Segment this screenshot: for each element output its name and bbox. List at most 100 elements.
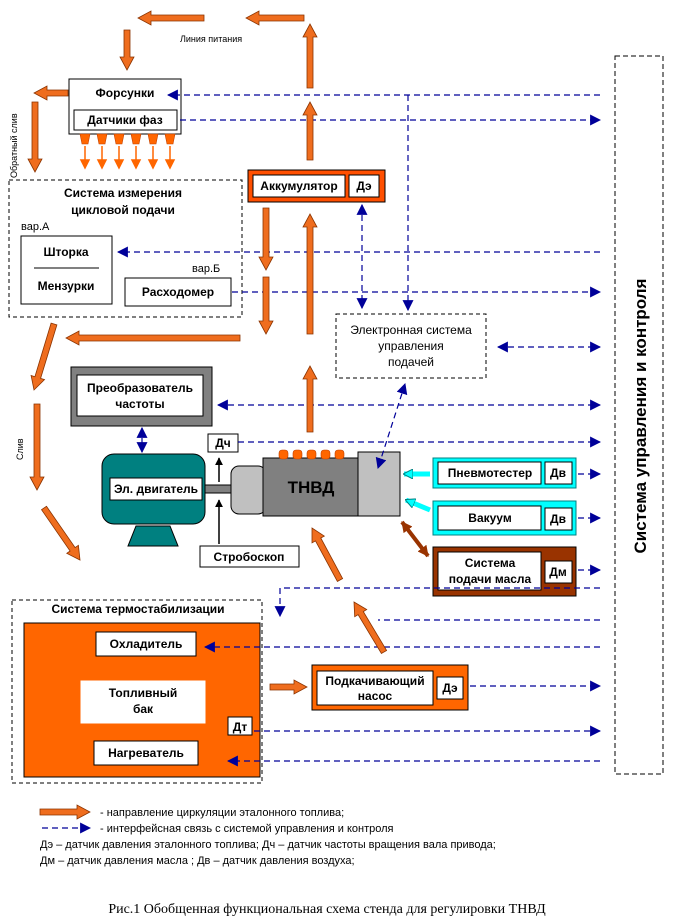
boost-pump-label-box [316, 670, 434, 706]
measurement-system-title-2: цикловой подачи [71, 203, 175, 217]
flow-arrow-accumulator-up-1 [302, 23, 318, 89]
oil-system-label-box [437, 551, 542, 591]
oil-dm-sensor [544, 560, 573, 584]
figure-caption: Рис.1 Обобщенная функциональная схема ст… [108, 902, 546, 917]
boost-pump-de-sensor [436, 676, 464, 700]
ecu-label-1: Электронная система [350, 323, 472, 337]
fuel-tank-label-box [79, 679, 207, 725]
flow-arrow-boost-to-pump [353, 601, 388, 655]
flow-arrow-pump-up-2 [302, 365, 318, 433]
frequency-converter-label-2: частоты [115, 397, 164, 411]
flow-arrow-return-left [33, 85, 69, 101]
pneumotester-label: Пневмотестер [448, 466, 532, 480]
cooler-label: Охладитель [110, 637, 183, 651]
ecu-label-2: управления [378, 339, 443, 353]
frequency-converter-label-1: Преобразователь [87, 381, 193, 395]
flow-arrow-power-2 [137, 10, 205, 26]
heater-label: Нагреватель [108, 746, 184, 760]
injectors-label: Форсунки [96, 86, 155, 100]
flow-arrow-pump-up-1 [302, 213, 318, 335]
accumulator-label-box [252, 174, 346, 198]
control-system-label: Система управления и контроля [631, 279, 650, 554]
vacuum-air-arrow [406, 497, 431, 513]
return-drain-label: Обратный слив [9, 113, 19, 178]
pump-coupling [230, 465, 267, 515]
flow-arrow-return-down [27, 101, 43, 173]
shutter-beakers-box [20, 235, 113, 305]
pump-sections [278, 449, 345, 460]
fuel-tank-label-1: Топливный [109, 686, 177, 700]
flow-arrow-drain-2 [29, 403, 45, 491]
oil-dm-label: Дм [549, 565, 567, 579]
control-system-box [614, 55, 664, 775]
oil-flow-arrow [400, 520, 430, 558]
stroboscope-label: Стробоскоп [214, 550, 285, 564]
pneumotester-dv-sensor [544, 461, 573, 485]
vacuum-dv-label: Дв [550, 512, 566, 526]
flow-arrow-tank-to-boost [269, 679, 308, 695]
cooler-box [95, 631, 197, 657]
flow-arrow-drain-3 [40, 505, 81, 561]
phase-sensors-box [73, 109, 178, 131]
interface-link-stroboscope [274, 587, 600, 618]
vacuum-label-box [437, 505, 542, 531]
vacuum-label: Вакуум [468, 511, 512, 525]
flow-arrow-accumulator-down-2 [258, 276, 274, 335]
flow-arrow-accumulator-up-2 [302, 101, 318, 161]
dch-label: Дч [215, 436, 231, 450]
fuel-tank-label-2: бак [133, 702, 154, 716]
power-line-label: Линия питания [180, 34, 242, 44]
pneumotester-label-box [437, 461, 542, 485]
dt-sensor [227, 716, 253, 736]
motor-shaft [204, 484, 232, 494]
flow-arrow-power-1 [245, 10, 305, 26]
boost-pump-label-2: насос [358, 689, 393, 703]
variant-a-label: вар.А [21, 221, 50, 233]
variant-b-label: вар.Б [192, 263, 220, 275]
interface-link-ecu-pump [375, 382, 408, 470]
injector-nozzles [79, 133, 176, 145]
accumulator-de-label: Дэ [356, 179, 372, 193]
boost-pump-de-label: Дэ [442, 681, 458, 695]
fuel-flow-arrows [27, 10, 388, 695]
flow-arrow-into-pump [311, 527, 344, 582]
legend-line-3: Дэ – датчик давления эталонного топлива;… [40, 839, 496, 851]
phase-sensors-label: Датчики фаз [87, 113, 162, 127]
ecu-box [335, 313, 487, 379]
thermostabilization-label: Система термостабилизации [51, 602, 224, 616]
flow-arrow-power-down [119, 29, 135, 71]
accumulator-de-sensor [348, 174, 380, 198]
pump-label: ТНВД [288, 478, 335, 497]
shutter-label: Шторка [43, 245, 88, 259]
motor-base [127, 525, 179, 547]
nozzle-spray-arrows [79, 146, 176, 170]
flow-arrow-to-measure [65, 330, 241, 346]
measurement-system-title-1: Система измерения [64, 186, 182, 200]
legend-line-4: Дм – датчик давления масла ; Дв – датчик… [40, 855, 355, 867]
oil-system-label-1: Система [465, 556, 516, 570]
flowmeter-box [124, 277, 232, 307]
dch-sensor [207, 433, 239, 453]
oil-system-label-2: подачи масла [449, 572, 532, 586]
motor-label: Эл. двигатель [114, 482, 198, 496]
frequency-converter-inner [76, 374, 204, 417]
stroboscope-box [199, 545, 300, 568]
interface-links [116, 89, 602, 767]
ecu-label-3: подачей [388, 355, 434, 369]
legend-fuel-arrow [39, 804, 91, 820]
legend: - направление циркуляции эталонного топл… [39, 804, 496, 867]
boost-pump-label-1: Подкачивающий [325, 674, 424, 688]
vacuum-dv-sensor [544, 507, 573, 531]
legend-fuel-flow: - направление циркуляции эталонного топл… [100, 807, 344, 819]
pneumotester-dv-label: Дв [550, 466, 566, 480]
beakers-label: Мензурки [38, 279, 95, 293]
flow-arrow-accumulator-down-1 [258, 207, 274, 271]
pump-regulator [357, 451, 401, 517]
dt-label: Дт [233, 720, 248, 734]
legend-interface: - интерфейсная связь с системой управлен… [100, 823, 394, 835]
flowmeter-label: Расходомер [142, 285, 214, 299]
accumulator-label: Аккумулятор [260, 179, 337, 193]
heater-box [93, 740, 199, 766]
drain-label: Слив [15, 438, 25, 460]
